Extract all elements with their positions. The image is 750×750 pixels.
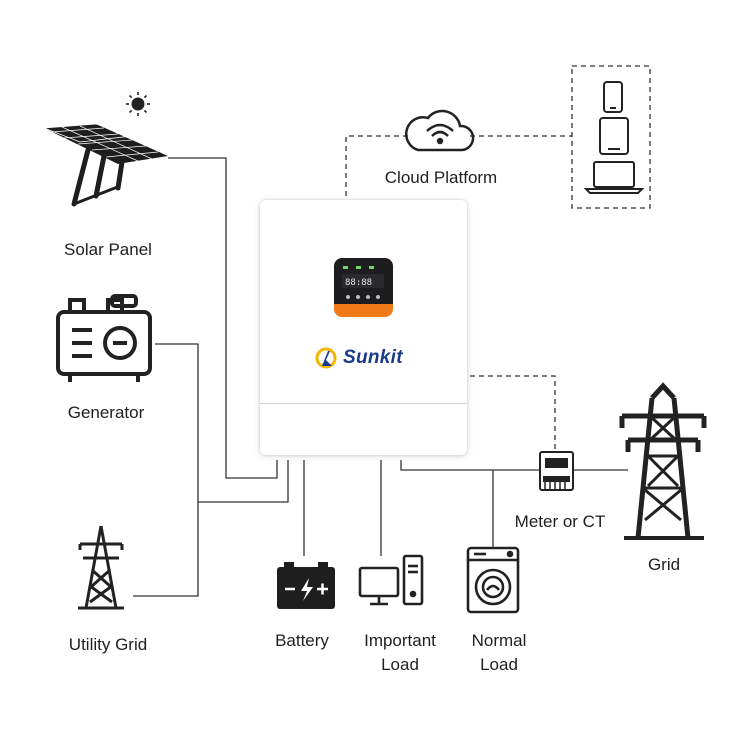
desktop-computer-icon	[358, 554, 424, 606]
solar-wire	[168, 157, 278, 479]
label-grid: Grid	[647, 555, 681, 574]
inverter-divider	[260, 403, 467, 404]
inverter-display: 88:88	[334, 258, 393, 317]
label-battery: Battery	[275, 631, 329, 650]
label-important-load-line1: Important	[364, 631, 436, 650]
label-meter: Meter or CT	[514, 512, 606, 531]
load-bus-wire	[400, 460, 540, 471]
devices-dashed-box	[571, 65, 651, 209]
label-normal-load: Normal Load	[455, 629, 543, 677]
grid-tower-icon	[619, 382, 707, 540]
tablet-icon	[599, 117, 629, 155]
label-normal-load-line1: Normal	[471, 631, 527, 650]
utility-grid-wire	[133, 502, 199, 597]
label-cloud-platform: Cloud Platform	[384, 168, 498, 187]
brand-name: Sunkit	[343, 347, 403, 368]
svg-text:88:88: 88:88	[345, 278, 372, 288]
battery-icon	[277, 562, 335, 609]
cloud-link-dashed	[345, 135, 410, 196]
label-utility-grid: Utility Grid	[68, 635, 148, 654]
label-generator: Generator	[67, 403, 145, 422]
phone-icon	[603, 81, 623, 113]
brand-logo: Sunkit	[315, 344, 403, 372]
brand-mark-icon	[315, 347, 337, 369]
label-solar-panel: Solar Panel	[64, 240, 152, 259]
label-important-load-line2: Load	[381, 655, 419, 674]
label-important-load: Important Load	[348, 629, 452, 677]
label-normal-load-line2: Load	[480, 655, 518, 674]
cloud-wifi-icon	[405, 109, 475, 152]
utility-tower-icon	[78, 525, 124, 610]
washing-machine-icon	[466, 546, 520, 614]
generator-icon	[56, 294, 152, 382]
solar-panel-icon	[43, 123, 168, 207]
laptop-icon	[583, 161, 645, 194]
meter-comm-dashed	[470, 375, 556, 452]
sun-icon	[126, 92, 150, 116]
meter-icon	[539, 451, 574, 491]
inverter: 88:88 Sunkit	[260, 200, 467, 455]
